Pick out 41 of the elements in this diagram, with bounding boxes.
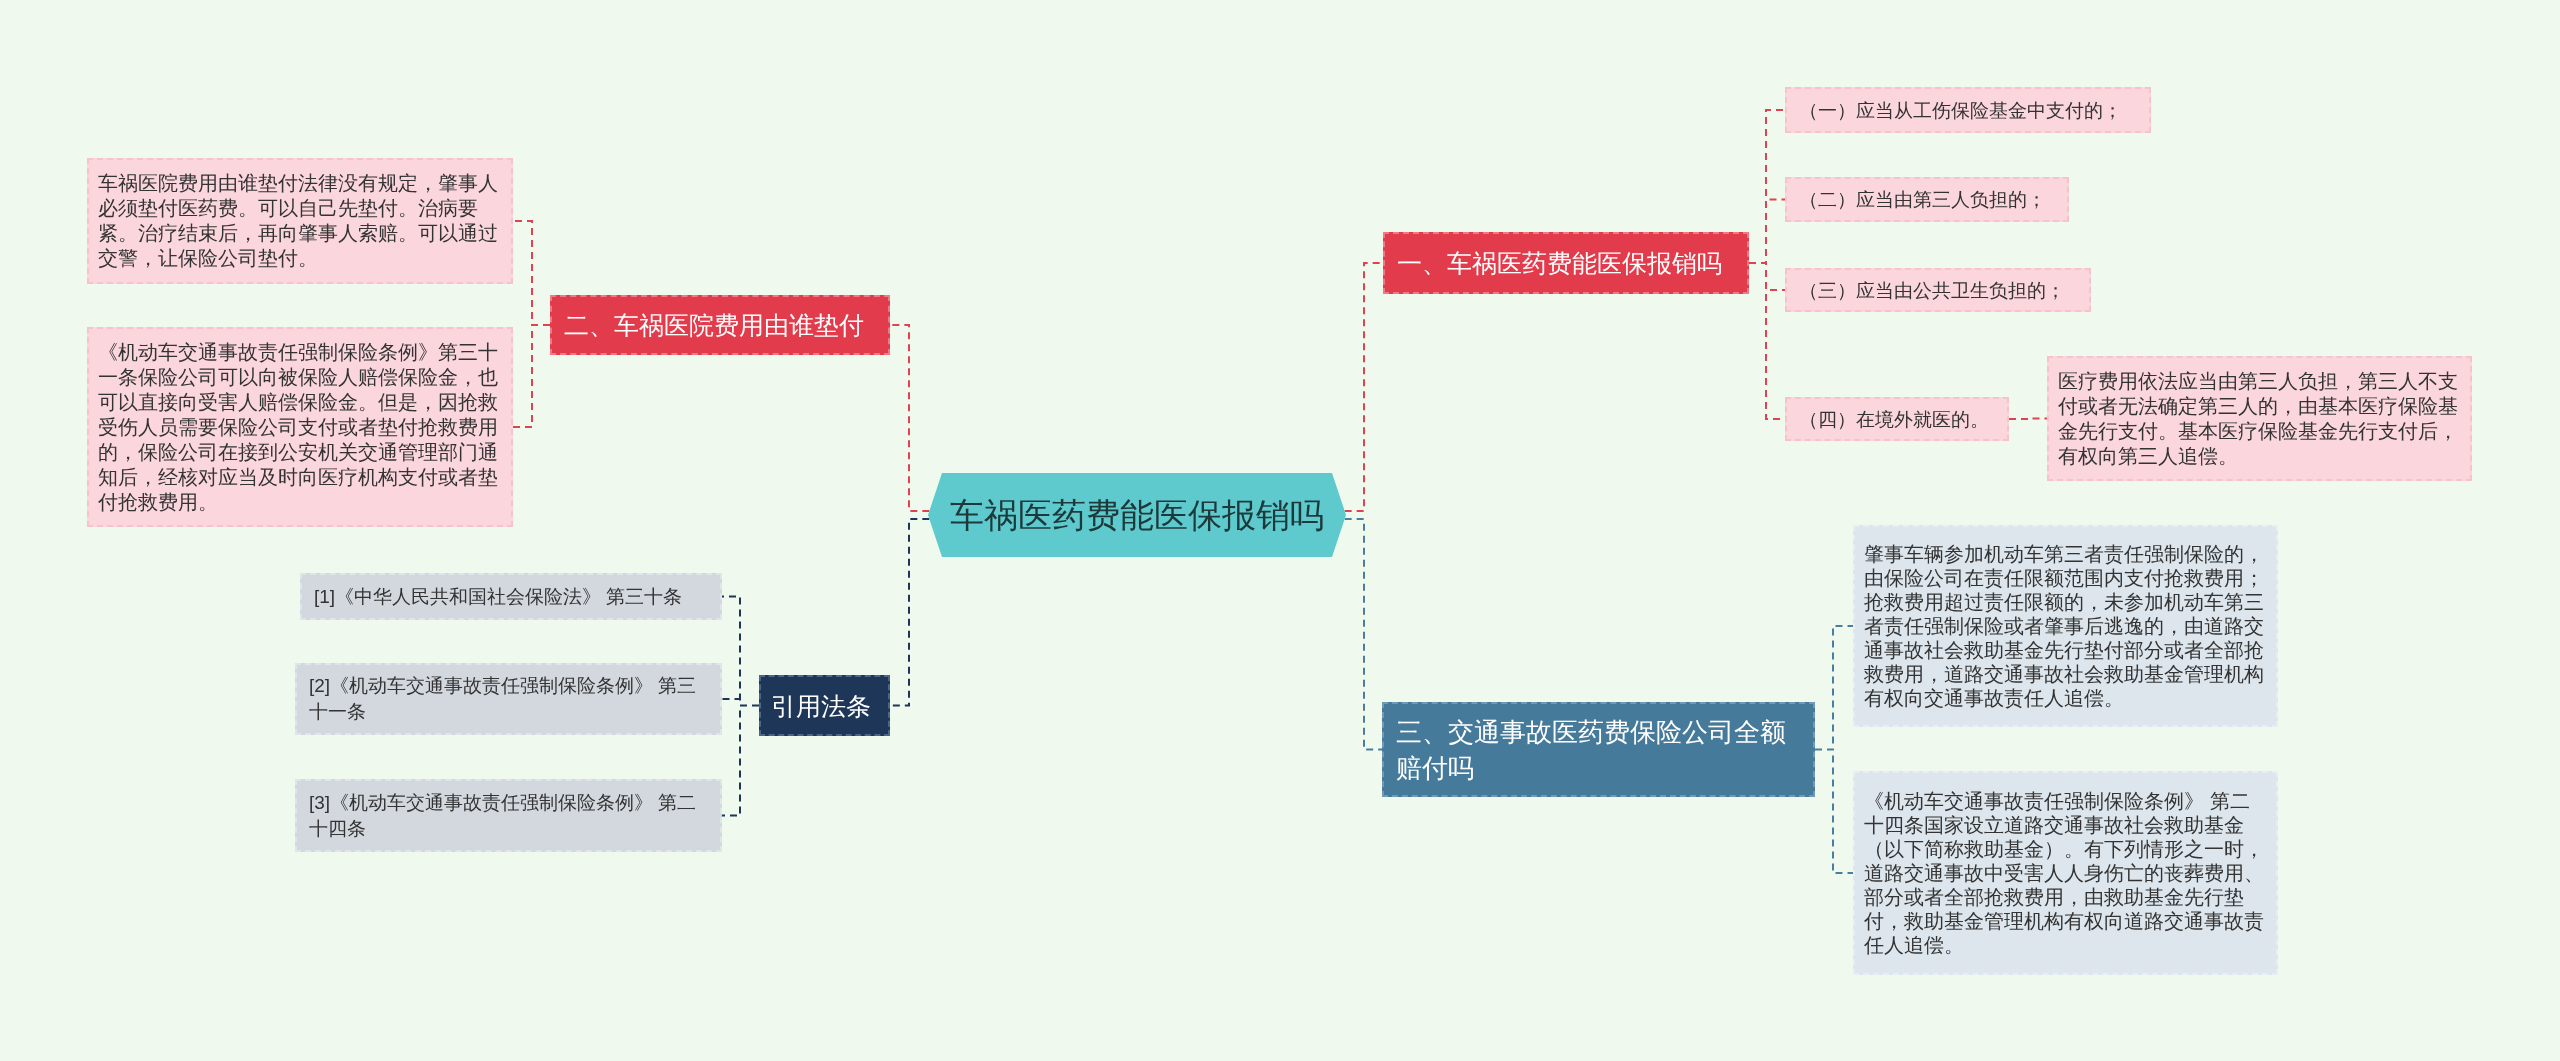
note-box	[1785, 397, 2009, 441]
note-text: （一）应当从工伤保险基金中支付的；	[1799, 98, 2123, 123]
connector-line	[1343, 518, 1383, 751]
topic-title: 车祸医药费能医保报销吗	[949, 495, 1325, 536]
note-text: 《机动车交通事故责任强制保险条例》 第二十四条国家设立道路交通事故社会救助基金（以下简称救助基金）。有下列情形之一时，道路交通事故中受害人人身伤亡的丧葬费用、部分或者全部抢救费用，由救助基金先行垫付，救助基金管理机构有权向道路交通事故责任人追偿。	[1864, 789, 2265, 957]
note-box	[2047, 356, 2472, 481]
branch-box	[1382, 702, 1815, 797]
branch-title: 一、车祸医药费能医保报销吗	[1397, 248, 1723, 279]
branch-title: 三、交通事故医药费保险公司全额赔付吗	[1396, 715, 1787, 785]
branch-box	[550, 295, 890, 355]
branch-title: 引用法条	[771, 690, 872, 722]
branch-box	[1383, 232, 1749, 294]
citation-text: [1]《中华人民共和国社会保险法》 第三十条	[314, 584, 684, 609]
connector-line	[721, 595, 760, 817]
note-box	[1785, 268, 2091, 312]
connector-line	[889, 324, 931, 512]
citation-box	[295, 779, 722, 852]
connector-line	[2008, 417, 2048, 420]
note-box	[87, 327, 513, 527]
note-box	[1785, 177, 2069, 222]
note-text: 肇事车辆参加机动车第三者责任强制保险的，由保险公司在责任限额范围内支付抢救费用；抢救费用超过责任限额的，未参加机动车第三者责任强制保险或者肇事后逃逸的，由道路交通事故社会救助基金先行垫付部分或者全部抢救费用，道路交通事故社会救助基金管理机构有权向交通事故责任人追偿。	[1864, 542, 2265, 710]
connector-line	[1814, 625, 1854, 874]
note-box	[1853, 525, 2278, 727]
note-text: 医疗费用依法应当由第三人负担，第三人不支付或者无法确定第三人的，由基本医疗保险基金先行支付。基本医疗保险基金先行支付后，有权向第三人追偿。	[2058, 368, 2459, 469]
note-text: （二）应当由第三人负担的；	[1799, 188, 2047, 212]
note-text: 车祸医院费用由谁垫付法律没有规定，肇事人必须垫付医药费。可以自己先垫付。治病要紧。治疗结束后，再向肇事人索赔。可以通过交警，让保险公司垫付。	[98, 171, 499, 271]
branch-title: 二、车祸医院费用由谁垫付	[564, 310, 865, 341]
note-box	[87, 158, 513, 284]
note-box	[1785, 87, 2151, 133]
branch-box	[759, 675, 890, 736]
citation-box	[300, 573, 722, 620]
note-text: （三）应当由公共卫生负担的；	[1799, 278, 2066, 303]
citation-text: [2]《机动车交通事故责任强制保险条例》 第三十一条	[309, 674, 698, 724]
citation-text: [3]《机动车交通事故责任强制保险条例》 第二十四条	[309, 790, 698, 841]
citation-box	[295, 663, 722, 735]
connector-line	[512, 220, 551, 428]
connector-line	[1748, 109, 1786, 420]
note-text: 《机动车交通事故责任强制保险条例》第三十一条保险公司可以向被保险人赔偿保险金，也可以直接向受害人赔偿保险金。但是，因抢救受伤人员需要保险公司支付或者垫付抢救费用的，保险公司在接到公安机关交通管理部门通知后，经核对应当及时向医疗机构支付或者垫付抢救费用。	[98, 339, 499, 515]
note-text: （四）在境外就医的。	[1799, 407, 1990, 432]
central-topic-hexagon	[928, 473, 1346, 557]
note-box	[1853, 771, 2278, 975]
